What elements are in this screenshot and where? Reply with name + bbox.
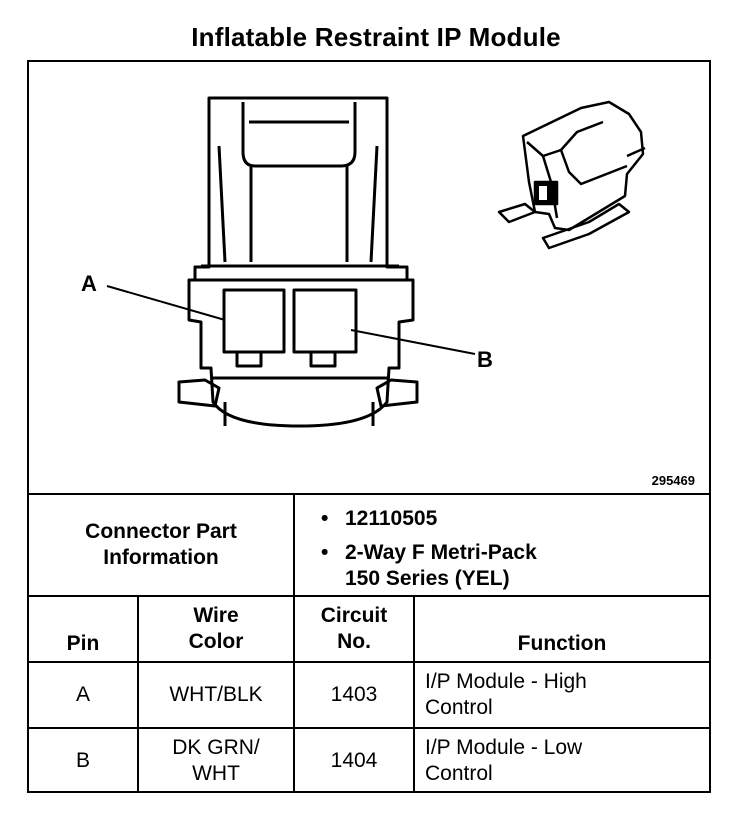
connector-diagram: A B [81, 96, 646, 428]
cell-pin: B [75, 749, 90, 772]
cell-function: I/P Module - High Control [425, 670, 587, 719]
divider [29, 493, 709, 495]
divider [29, 727, 709, 729]
table-row-a-function: I/P Module - High Control [425, 663, 707, 727]
divider [293, 493, 295, 595]
header-circuit-no: Circuit No. [295, 597, 413, 661]
connector-latch [241, 102, 357, 168]
leader-line-b [350, 329, 476, 355]
header-wire-color: Wire Color [139, 597, 293, 661]
table-row-a-circuit: 1403 [295, 663, 413, 727]
bullet-item: • 2-Way F Metri-Pack 150 Series (YEL) [321, 541, 537, 590]
divider [137, 595, 139, 793]
leader-line-a [106, 285, 226, 321]
header-function: Function [415, 597, 709, 661]
diagram-label-a: A [81, 271, 97, 296]
divider [413, 595, 415, 793]
table-row-b-circuit: 1404 [295, 729, 413, 793]
header-wire-color-text: Wire Color [188, 604, 244, 653]
connector-body [187, 96, 415, 428]
cell-function: I/P Module - Low Control [425, 736, 583, 785]
table-row-a-pin: A [29, 663, 137, 727]
cavity-a [222, 288, 286, 354]
cell-pin: A [75, 683, 90, 706]
header-pin: Pin [29, 597, 137, 661]
cavity-b [292, 288, 358, 354]
connector-info-bullets: • 12110505 • 2-Way F Metri-Pack 150 Seri… [321, 506, 537, 600]
divider [293, 595, 295, 793]
header-circuit-no-text: Circuit No. [320, 604, 388, 653]
cell-circuit: 1404 [330, 749, 378, 772]
header-function-text: Function [517, 632, 607, 655]
table-row-a-wire-color: WHT/BLK [139, 663, 293, 727]
bullet-text: 12110505 [345, 507, 438, 530]
divider [29, 595, 709, 597]
diagram-label-b: B [477, 347, 493, 372]
table-row-b-wire-color: DK GRN/ WHT [139, 729, 293, 793]
cell-wire-color: DK GRN/ WHT [172, 736, 260, 785]
cell-wire-color: WHT/BLK [169, 683, 263, 706]
connector-info-label: Connector Part Information [29, 495, 293, 595]
header-pin-text: Pin [66, 632, 100, 655]
table-row-b-function: I/P Module - Low Control [425, 729, 707, 793]
cell-circuit: 1403 [330, 683, 378, 706]
table-row-b-pin: B [29, 729, 137, 793]
connector-info-label-text: Connector Part Information [85, 520, 237, 569]
page-title: Inflatable Restraint IP Module [191, 22, 561, 52]
bullet-text: 2-Way F Metri-Pack 150 Series (YEL) [345, 541, 537, 590]
divider [29, 661, 709, 663]
connector-perspective-view [497, 100, 646, 250]
connector-chart-frame: A B 295469 Connector Part Information • … [27, 60, 711, 793]
bullet-item: • 12110505 [321, 507, 438, 530]
figure-number: 295469 [651, 473, 695, 488]
